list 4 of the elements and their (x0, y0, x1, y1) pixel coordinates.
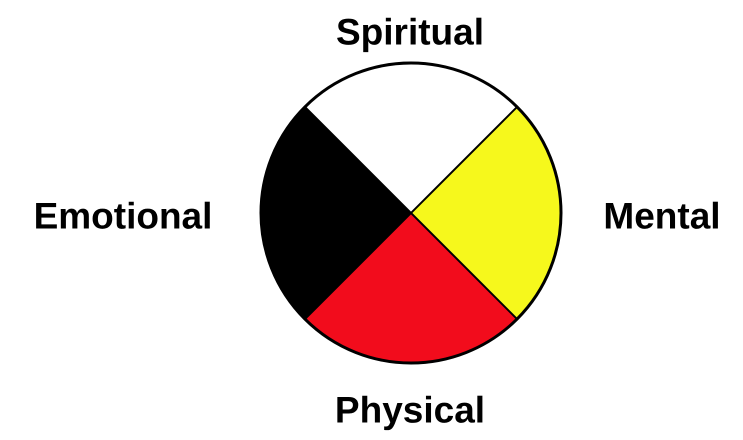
direction-label: Emotional (34, 198, 212, 234)
direction-label: Spiritual (336, 14, 484, 50)
direction-label: Mental (603, 198, 721, 234)
direction-label: Physical (334, 392, 486, 428)
